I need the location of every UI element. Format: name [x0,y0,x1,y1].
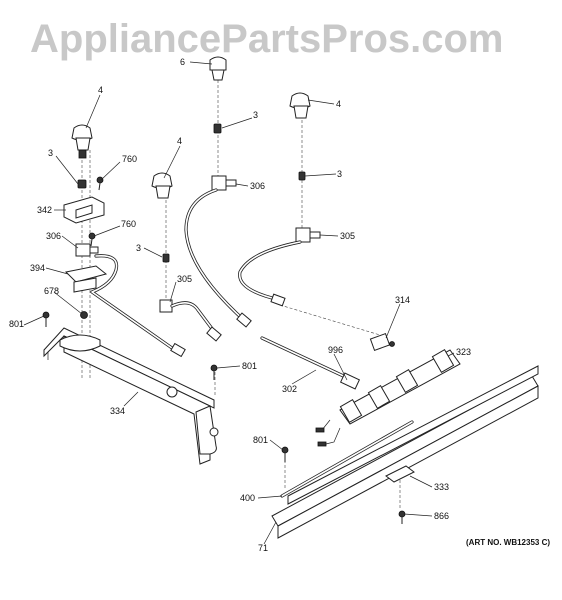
callout-801-mid: 801 [242,361,257,371]
callout-4-top-right: 4 [336,99,341,109]
callout-801-low: 801 [253,435,268,445]
callout-334: 334 [110,406,125,416]
leader-lines [23,61,455,545]
alignment-lines [81,80,401,510]
callout-305-right: 305 [340,231,355,241]
callout-305-mid: 305 [177,274,192,284]
callout-400: 400 [240,493,255,503]
callout-306-left: 306 [46,231,61,241]
callout-314: 314 [395,295,410,305]
callout-760-low: 760 [121,219,136,229]
callout-302: 302 [282,384,297,394]
callout-866: 866 [434,511,449,521]
callout-3-mid: 3 [136,243,141,253]
left-gas-tube [90,254,186,358]
callout-760-top: 760 [122,154,137,164]
callout-342: 342 [37,205,52,215]
callout-996: 996 [328,345,343,355]
middle-valve-assembly [151,172,222,380]
callout-394: 394 [30,263,45,273]
callout-3-upper-mid: 3 [253,110,258,120]
callout-6: 6 [180,57,185,67]
art-number: (ART NO. WB12353 C) [466,538,550,547]
callout-4-mid: 4 [177,136,182,146]
callout-labels: 6 4 3 4 4 3 760 306 3 342 760 306 305 3 … [9,57,471,553]
watermark-text: AppliancePartsPros.com [30,17,504,61]
callout-3-right: 3 [337,169,342,179]
right-valve-assembly [238,92,321,307]
callout-323: 323 [456,347,471,357]
left-valve-assembly [42,124,108,327]
callout-801-left: 801 [9,319,24,329]
callout-4-top-left: 4 [98,85,103,95]
callout-678: 678 [44,286,59,296]
callout-306-mid: 306 [250,181,265,191]
callout-71: 71 [258,543,268,553]
center-valve-assembly [184,56,252,328]
right-burner-assembly [260,332,539,539]
callout-3-left: 3 [48,148,53,158]
callout-333: 333 [434,482,449,492]
burner-box-334 [43,327,219,465]
